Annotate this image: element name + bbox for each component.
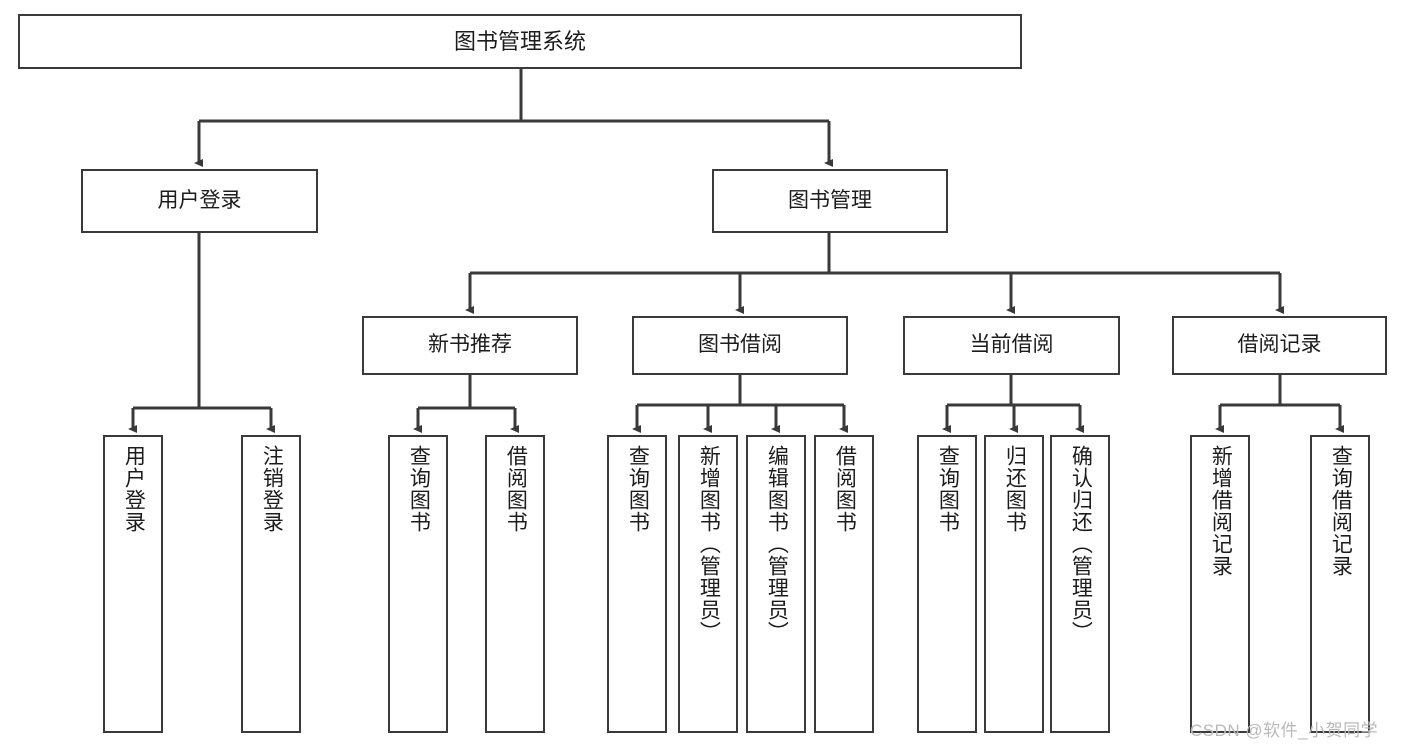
node-current-borrow-label: 当前借阅 [969,333,1054,357]
leaf-label: 新增借阅记录 [1209,445,1233,577]
leaf-query-books-recommend[interactable]: 查询图书 [388,435,448,733]
leaf-label: 查询图书 [936,445,960,533]
node-root-label: 图书管理系统 [453,28,586,54]
leaf-label: 查询图书 [626,445,650,533]
node-book-management[interactable]: 图书管理 [712,169,948,233]
leaf-edit-book-admin[interactable]: 编辑图书（管理员） [746,435,806,733]
leaf-query-borrow-record[interactable]: 查询借阅记录 [1310,435,1370,733]
node-book-borrow[interactable]: 图书借阅 [632,316,848,375]
node-book-borrow-label: 图书借阅 [698,333,782,357]
leaf-label: 编辑图书（管理员） [765,445,789,643]
leaf-label: 确认归还（管理员） [1069,445,1093,643]
leaf-label: 归还图书 [1003,445,1027,533]
node-new-book-recommend[interactable]: 新书推荐 [362,316,578,375]
node-root[interactable]: 图书管理系统 [18,14,1022,69]
node-current-borrow[interactable]: 当前借阅 [903,316,1120,375]
leaf-return-books[interactable]: 归还图书 [984,435,1044,733]
leaf-borrow-books[interactable]: 借阅图书 [814,435,874,733]
leaf-label: 新增图书（管理员） [697,445,721,643]
node-user-login-label: 用户登录 [157,188,242,212]
node-book-management-label: 图书管理 [788,188,872,212]
node-borrow-records-label: 借阅记录 [1237,333,1322,357]
node-new-book-recommend-label: 新书推荐 [428,333,512,357]
leaf-label: 用户登录 [122,445,146,533]
leaf-label: 借阅图书 [833,445,857,533]
leaf-user-login[interactable]: 用户登录 [103,435,163,733]
csdn-watermark: CSDN @软件_小贺同学 [1190,721,1379,740]
leaf-logout[interactable]: 注销登录 [241,435,301,733]
leaf-confirm-return-admin[interactable]: 确认归还（管理员） [1050,435,1110,733]
node-borrow-records[interactable]: 借阅记录 [1172,316,1387,375]
leaf-borrow-books-recommend[interactable]: 借阅图书 [485,435,545,733]
leaf-query-books-current[interactable]: 查询图书 [917,435,977,733]
leaf-query-books-borrow[interactable]: 查询图书 [607,435,667,733]
node-user-login[interactable]: 用户登录 [81,169,318,233]
leaf-label: 借阅图书 [504,445,528,533]
leaf-label: 查询图书 [407,445,431,533]
leaf-add-book-admin[interactable]: 新增图书（管理员） [678,435,738,733]
leaf-label: 注销登录 [260,445,284,533]
leaf-label: 查询借阅记录 [1329,445,1353,577]
leaf-add-borrow-record[interactable]: 新增借阅记录 [1190,435,1250,733]
